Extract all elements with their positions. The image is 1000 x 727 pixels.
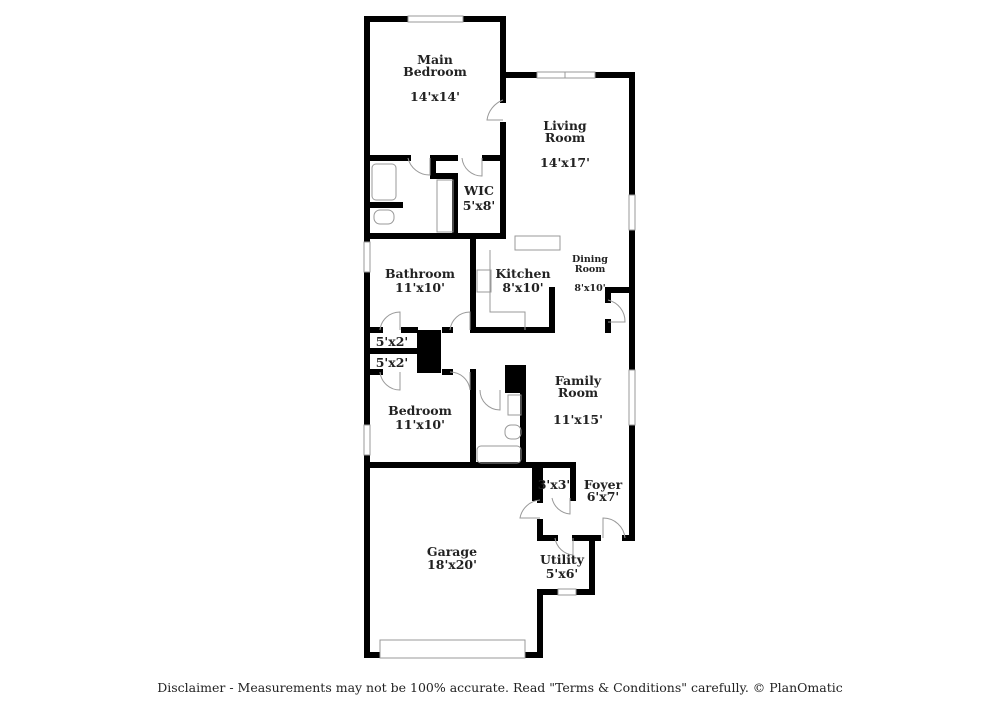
room-size: 3'x3': [538, 477, 571, 492]
room-name: Utility: [540, 552, 585, 567]
room-name: Bathroom: [385, 266, 455, 281]
sink-icon: [514, 235, 561, 251]
toilet-icon: [373, 209, 395, 225]
walls: [364, 16, 635, 658]
disclaimer: Disclaimer - Measurements may not be 100…: [157, 680, 843, 695]
room-size: 5'x8': [463, 198, 496, 213]
fixtures: [371, 163, 561, 464]
room-size: 5'x2': [376, 334, 409, 349]
room-size: 11'x15': [553, 412, 603, 427]
room-name: Bedroom: [388, 403, 452, 418]
room-size: 18'x20': [427, 557, 477, 572]
room-size: 14'x14': [410, 89, 460, 104]
vanity-icon: [436, 179, 454, 233]
room-size: 6'x7': [587, 489, 620, 504]
sink-icon-2: [507, 394, 522, 416]
windows: [363, 15, 636, 659]
counter: [489, 250, 526, 330]
bathtub-icon: [371, 163, 397, 201]
room-name: WIC: [463, 183, 494, 198]
bathtub-icon-2: [476, 445, 522, 464]
room-size: 5'x2': [376, 355, 409, 370]
room-size: 5'x6': [546, 566, 579, 581]
room-size: 11'x10': [395, 417, 445, 432]
room-size: 14'x17': [540, 155, 590, 170]
room-size: 8'x10': [502, 280, 543, 295]
stove-icon: [476, 269, 492, 293]
solid-blocks: [417, 330, 526, 393]
room-size: 11'x10': [395, 280, 445, 295]
room-name: Kitchen: [495, 266, 550, 281]
room-name: Foyer: [584, 477, 623, 492]
room-name: Garage: [427, 544, 477, 559]
room-size: 8'x10': [574, 283, 605, 294]
toilet-icon-2: [504, 424, 522, 440]
door-swings: [379, 99, 626, 556]
